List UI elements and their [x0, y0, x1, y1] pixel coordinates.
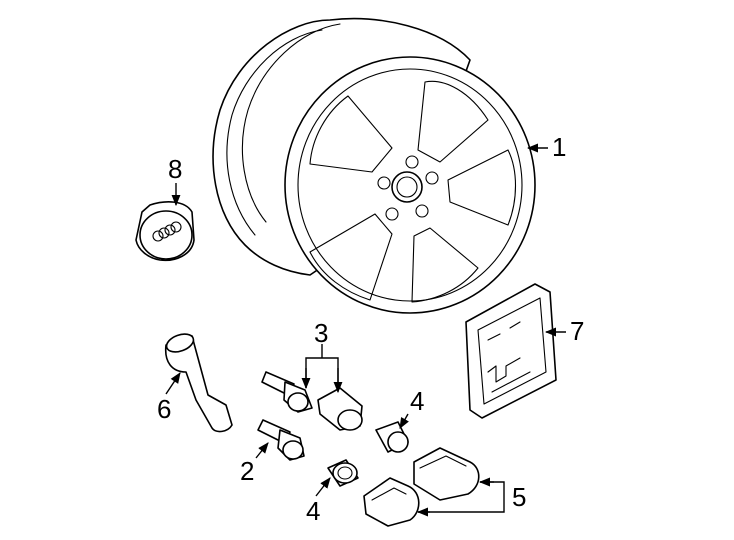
instruction-card [465, 283, 557, 419]
bolt-cover-lower [363, 477, 420, 527]
center-cap [135, 201, 195, 262]
leader-lines [165, 143, 566, 517]
callout-5: 5 [512, 482, 526, 512]
callout-2: 2 [240, 456, 254, 486]
callout-7: 7 [570, 316, 584, 346]
bolt-cover-upper [413, 447, 480, 501]
callout-labels: 1 8 7 3 6 4 2 4 5 [157, 132, 584, 526]
callout-4-lower: 4 [306, 496, 320, 526]
logo-rings-icon [152, 221, 182, 242]
callout-8: 8 [168, 154, 182, 184]
valve-stem [164, 333, 233, 433]
short-bolt [257, 419, 305, 461]
callout-1: 1 [552, 132, 566, 162]
lock-nut [317, 387, 363, 431]
wheel-bolt [261, 371, 313, 413]
callout-6: 6 [157, 394, 171, 424]
spacer-upper [375, 421, 409, 453]
spacer-lower [327, 459, 359, 487]
wheel [212, 17, 536, 314]
callout-3: 3 [314, 318, 328, 348]
callout-4-upper: 4 [410, 386, 424, 416]
